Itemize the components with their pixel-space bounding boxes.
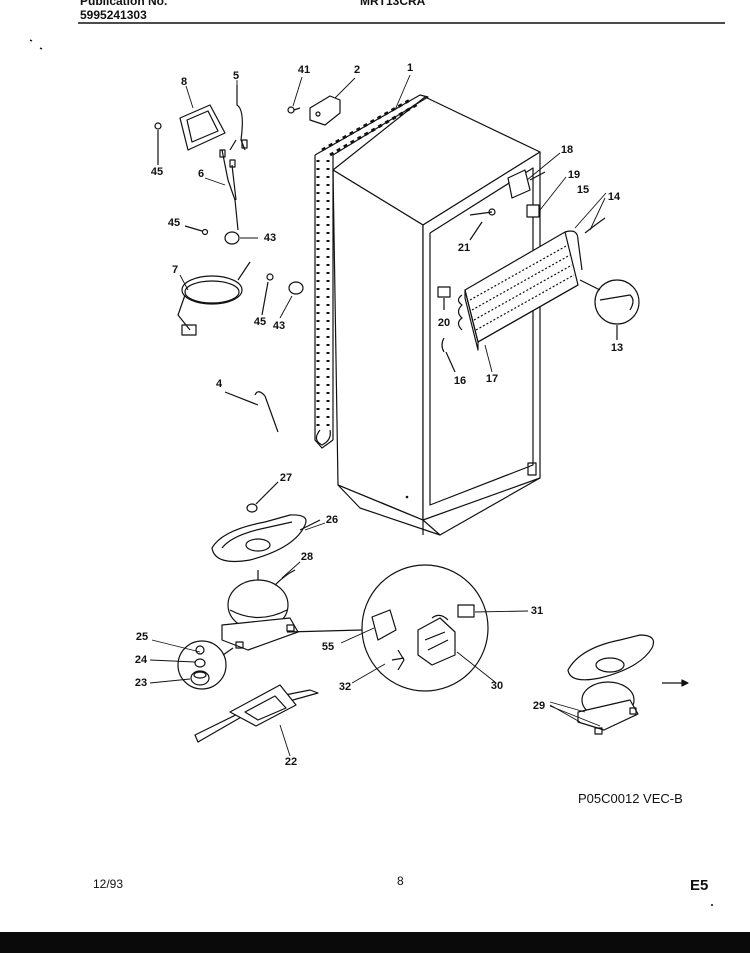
callout-43-a: 43 <box>263 232 277 244</box>
callout-4: 4 <box>215 378 223 390</box>
power-cord-part-7 <box>177 261 251 336</box>
callout-8: 8 <box>180 76 188 88</box>
part-13-magnifier <box>579 279 640 340</box>
callout-1: 1 <box>406 62 414 74</box>
part-19 <box>526 204 540 218</box>
callout-21: 21 <box>457 242 471 254</box>
scan-edge-band <box>0 932 750 953</box>
callout-45-a: 45 <box>150 166 164 178</box>
part-14 <box>584 217 606 234</box>
evaporator-part-17 <box>457 230 583 351</box>
base-bracket-part-22 <box>194 684 319 743</box>
part-21 <box>469 208 496 241</box>
screws-part-45 <box>154 122 274 316</box>
footer-page: 8 <box>397 874 404 888</box>
callout-31: 31 <box>530 605 544 617</box>
callout-25: 25 <box>135 631 149 643</box>
callout-7: 7 <box>171 264 179 276</box>
section-code: E5 <box>690 877 709 894</box>
callout-24: 24 <box>134 654 148 666</box>
callout-6: 6 <box>197 168 205 180</box>
diagram-code: P05C0012 VEC-B <box>578 791 683 806</box>
part-16 <box>441 337 456 373</box>
compressor-part-28 <box>221 569 299 651</box>
callout-27: 27 <box>279 472 293 484</box>
callout-29: 29 <box>532 700 546 712</box>
callout-28: 28 <box>300 551 314 563</box>
callout-23: 23 <box>134 677 148 689</box>
footer-date: 12/93 <box>93 877 124 891</box>
bracket-part-2 <box>309 95 341 126</box>
callout-45-b: 45 <box>167 217 181 229</box>
callout-20: 20 <box>437 317 451 329</box>
callout-16: 16 <box>453 375 467 387</box>
part-20 <box>437 286 451 310</box>
part-18-top <box>507 169 546 199</box>
publication-label: Publication No. <box>80 0 168 8</box>
relay-magnifier <box>286 564 489 692</box>
drain-tube-part-4 <box>224 391 279 433</box>
callout-14: 14 <box>607 191 621 203</box>
condenser-coil <box>314 94 429 449</box>
callout-19: 19 <box>567 169 581 181</box>
callout-55: 55 <box>321 641 335 653</box>
callout-5: 5 <box>232 70 240 82</box>
cover-plate-part-8 <box>179 104 226 151</box>
mounting-grommet-assembly <box>177 640 234 690</box>
model-number: MRT13CRA <box>360 0 426 8</box>
clip-part-43 <box>224 231 304 295</box>
callout-41: 41 <box>297 64 311 76</box>
leader-lines <box>149 74 607 757</box>
grommet-part-27 <box>246 481 279 513</box>
screw-part-41 <box>287 106 301 114</box>
callout-32: 32 <box>338 681 352 693</box>
callout-2: 2 <box>353 64 361 76</box>
callout-17: 17 <box>485 373 499 385</box>
callout-30: 30 <box>490 680 504 692</box>
callout-26: 26 <box>325 514 339 526</box>
drain-pan-part-26 <box>211 514 321 563</box>
callout-22: 22 <box>284 756 298 768</box>
wire-harness-part-6 <box>219 149 239 231</box>
compressor-alt-part-29 <box>567 634 689 735</box>
callout-15: 15 <box>576 184 590 196</box>
wire-part-5 <box>229 85 248 151</box>
callout-18: 18 <box>560 144 574 156</box>
publication-number: 5995241303 <box>80 8 147 22</box>
callout-13: 13 <box>610 342 624 354</box>
callout-45-c: 45 <box>253 316 267 328</box>
callout-43-b: 43 <box>272 320 286 332</box>
